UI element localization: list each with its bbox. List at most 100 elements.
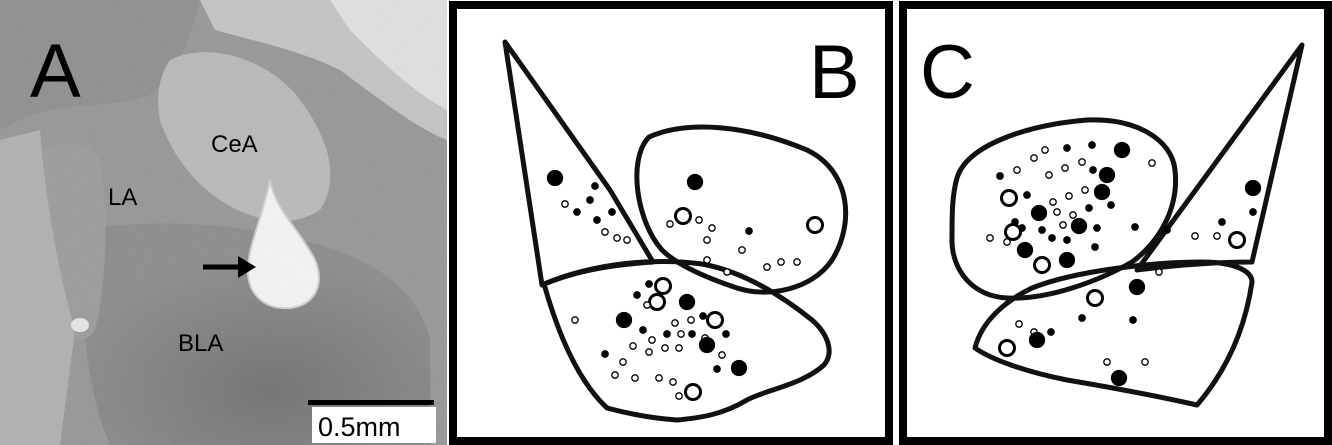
- lesion-marker-open: [1155, 268, 1163, 276]
- lesion-marker-filled: [730, 359, 748, 377]
- arrow-icon: [203, 256, 256, 278]
- panel-letter-b: B: [809, 30, 860, 115]
- lesion-marker-open: [1059, 221, 1067, 229]
- panel-letter-c: C: [920, 30, 975, 115]
- region-outline-cea: [949, 117, 1179, 301]
- amygdala-map-c: C: [899, 1, 1332, 445]
- lesion-marker-open: [645, 348, 653, 356]
- panel-frame: [899, 1, 1332, 445]
- lesion-marker-open: [623, 236, 631, 244]
- lesion-marker-open: [669, 378, 677, 386]
- lesion-marker-filled: [1088, 141, 1096, 149]
- lesion-marker-filled: [699, 312, 707, 320]
- lesion-marker-open: [1033, 256, 1051, 274]
- lesion-marker-open: [986, 234, 994, 242]
- lesion-marker-open: [675, 392, 683, 400]
- lesion-marker-open: [1045, 171, 1053, 179]
- lesion-marker-open: [1030, 154, 1038, 162]
- lesion-marker-filled: [546, 169, 564, 187]
- lesion-marker-open: [1081, 186, 1089, 194]
- lesion-marker-filled: [645, 280, 653, 288]
- lesion-marker-filled: [713, 365, 721, 373]
- marker-layer-b: [546, 169, 824, 401]
- lesion-marker-open: [1141, 358, 1149, 366]
- lesion-marker-filled: [1093, 183, 1111, 201]
- lesion-marker-filled: [663, 330, 671, 338]
- lesion-marker-open: [684, 383, 702, 401]
- lesion-marker-filled: [615, 311, 633, 329]
- lesion-marker-open: [723, 268, 731, 276]
- lesion-marker-open: [655, 374, 663, 382]
- lesion-marker-open: [703, 236, 711, 244]
- lesion-marker-open: [703, 256, 711, 264]
- lesion-marker-open: [1103, 358, 1111, 366]
- lesion-marker-open: [666, 220, 674, 228]
- lesion-marker-filled: [686, 173, 704, 191]
- lesion-marker-filled: [1249, 208, 1257, 216]
- lesion-marker-filled: [698, 336, 716, 354]
- lesion-marker-open: [1191, 232, 1199, 240]
- lesion-marker-filled: [608, 208, 616, 216]
- lesion-marker-filled: [1110, 369, 1128, 387]
- lesion-marker-open: [629, 342, 637, 350]
- lesion-marker-filled: [1070, 217, 1088, 235]
- lesion-marker-open: [1004, 223, 1022, 241]
- lesion-marker-filled: [1023, 191, 1031, 199]
- lesion-marker-filled: [1038, 226, 1046, 234]
- lesion-marker-filled: [722, 330, 730, 338]
- lesion-marker-open: [675, 344, 683, 352]
- region-label-la: LA: [108, 184, 137, 211]
- lesion-marker-open: [708, 224, 716, 232]
- lesion-marker-open: [1086, 289, 1104, 307]
- lesion-marker-filled: [1131, 223, 1139, 231]
- lesion-marker-open: [654, 277, 672, 295]
- lesion-marker-filled: [591, 182, 599, 190]
- lesion-marker-filled: [1163, 226, 1171, 234]
- region-outline-bla: [541, 259, 832, 423]
- scale-bar-label: 0.5mm: [318, 412, 401, 442]
- lesion-marker-filled: [1028, 331, 1046, 349]
- lesion-marker-open: [738, 246, 746, 254]
- lesion-marker-filled: [1047, 328, 1055, 336]
- lesion-marker-open: [687, 316, 695, 324]
- lesion-marker-open: [1228, 231, 1246, 249]
- lesion-marker-open: [1078, 158, 1086, 166]
- lesion-marker-open: [998, 339, 1016, 357]
- lesion-marker-open: [671, 319, 679, 327]
- lesion-marker-open: [1061, 164, 1069, 172]
- marker-layer-c: [986, 141, 1262, 387]
- lesion-marker-filled: [1063, 144, 1071, 152]
- lesion-marker-open: [648, 336, 656, 344]
- lesion-marker-filled: [639, 326, 647, 334]
- lesion-marker-filled: [573, 208, 581, 216]
- lesion-marker-filled: [678, 293, 696, 311]
- lesion-marker-open: [1049, 198, 1057, 206]
- panel-b-map: B: [447, 0, 893, 445]
- lesion-marker-filled: [1089, 166, 1097, 174]
- lesion-marker-open: [1053, 208, 1061, 216]
- lesion-marker-open: [706, 311, 724, 329]
- lesion-marker-filled: [1113, 141, 1131, 159]
- lesion-marker-filled: [1093, 224, 1101, 232]
- panel-a-micrograph: A LA CeA BLA 0.5mm: [0, 0, 447, 445]
- lesion-marker-filled: [1244, 179, 1262, 197]
- scale-bar: [308, 400, 434, 405]
- region-label-bla: BLA: [178, 330, 223, 357]
- lesion-marker-open: [793, 258, 801, 266]
- lesion-marker-open: [1003, 238, 1011, 246]
- lesion-marker-filled: [1091, 243, 1099, 251]
- region-outline-bla: [972, 259, 1255, 408]
- lesion-marker-open: [601, 228, 609, 236]
- lesion-marker-filled: [593, 216, 601, 224]
- lesion-marker-filled: [1078, 314, 1086, 322]
- lesion-marker-open: [677, 330, 685, 338]
- lesion-marker-filled: [1129, 316, 1137, 324]
- lesion-marker-open: [613, 234, 621, 242]
- lesion-marker-open: [777, 258, 785, 266]
- lesion-marker-open: [631, 374, 639, 382]
- lesion-marker-open: [674, 207, 692, 225]
- lesion-marker-open: [1148, 159, 1156, 167]
- lesion-marker-open: [1041, 146, 1049, 154]
- lesion-marker-open: [561, 200, 569, 208]
- lesion-marker-filled: [1107, 201, 1115, 209]
